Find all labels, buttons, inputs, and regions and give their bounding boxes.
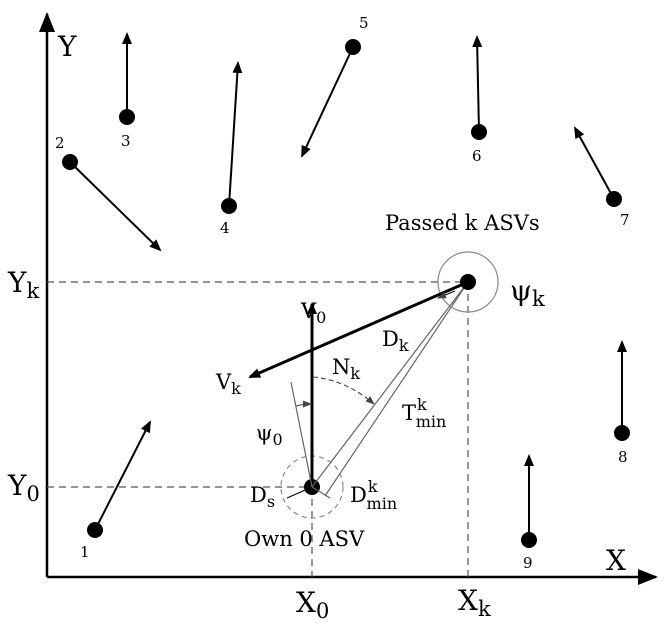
psi0-label: ψ0	[256, 421, 283, 449]
target-ship-marker	[460, 274, 476, 290]
tmin-line	[324, 281, 469, 497]
ship-4-number: 4	[220, 219, 230, 237]
dk-label: Dk	[382, 327, 409, 355]
ship-8: 8	[614, 340, 630, 466]
y0-label: Y0	[7, 469, 40, 506]
ship-2: 2	[55, 134, 162, 252]
ship-2-number: 2	[55, 134, 65, 152]
ship-1: 1	[80, 420, 151, 561]
ship-4: 4	[220, 61, 243, 237]
ship-7-number: 7	[620, 211, 630, 229]
vk-label: Vk	[215, 370, 241, 398]
ship-1-number: 1	[80, 543, 90, 561]
target-velocity-vector	[248, 280, 469, 379]
ship-6-number: 6	[472, 147, 482, 165]
ship-5-number: 5	[359, 14, 369, 32]
own-ship-caption: Own 0 ASV	[244, 527, 365, 551]
ship-5: 5	[301, 14, 369, 158]
ship-8-number: 8	[618, 448, 628, 466]
v0-label: V0	[300, 299, 326, 327]
dmin-line	[311, 486, 331, 499]
range-line-dk	[311, 281, 469, 488]
y-axis-label: Y	[57, 30, 77, 63]
ship-9: 9	[521, 454, 537, 572]
ship-6: 6	[471, 35, 487, 165]
ship-3: 3	[119, 32, 135, 150]
target-ship-domain-circle	[437, 251, 499, 313]
ship-7: 7	[574, 126, 630, 229]
nk-angle-arc	[312, 376, 375, 405]
ship-9-number: 9	[523, 554, 533, 572]
yk-label: Yk	[7, 266, 39, 303]
own-heading-line	[290, 381, 313, 488]
ds-label: Ds	[250, 483, 275, 511]
xk-label: Xk	[458, 584, 491, 621]
psi0-angle-arc	[295, 400, 312, 408]
ship-3-number: 3	[121, 132, 131, 150]
x-axis-label: X	[606, 544, 626, 577]
nk-label: Nk	[332, 355, 360, 383]
target-ship-caption: Passed k ASVs	[385, 211, 540, 235]
x0-label: X0	[296, 586, 329, 623]
dk-indicator	[437, 290, 456, 299]
psik-label: ψk	[510, 274, 545, 311]
